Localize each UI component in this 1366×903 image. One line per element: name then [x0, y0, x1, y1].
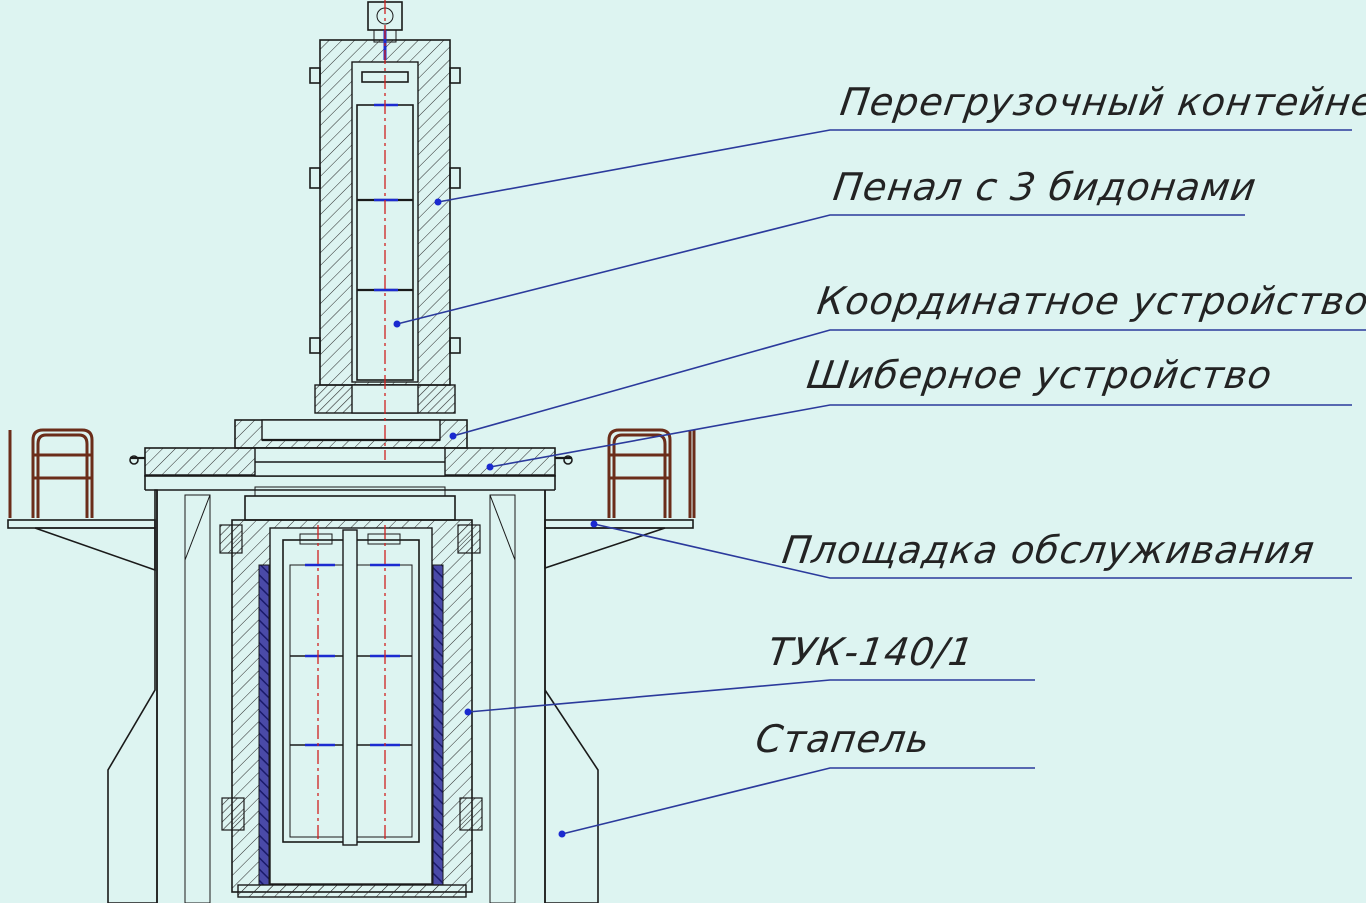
- label-transfer-container: Перегрузочный контейнер: [837, 81, 1366, 125]
- coordinate-device: [234, 419, 468, 449]
- label-coordinate-device: Координатное устройство: [814, 280, 1366, 324]
- label-canister: Пенал с 3 бидонами: [830, 166, 1259, 210]
- slipway-stand: [107, 474, 599, 903]
- cask-body: [219, 486, 483, 898]
- gate-device: [129, 447, 573, 477]
- label-gate-device: Шиберное устройство: [804, 354, 1275, 398]
- service-platform: [7, 428, 696, 572]
- label-slipway: Стапель: [753, 718, 933, 762]
- label-service-platform: Площадка обслуживания: [779, 529, 1317, 573]
- leader-lines: [393, 129, 1366, 838]
- label-cask: ТУК-140/1: [765, 631, 977, 675]
